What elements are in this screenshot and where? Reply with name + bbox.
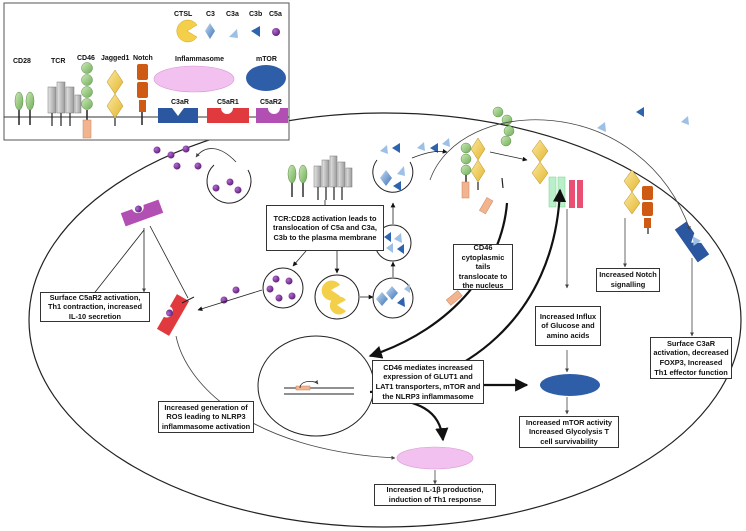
box-cd46-mediates: CD46 mediates increased expression of GL… bbox=[372, 360, 484, 404]
legend-label-cd28: CD28 bbox=[13, 58, 31, 65]
legend-cd46-icon bbox=[81, 62, 93, 139]
legend-tcr-icon bbox=[47, 81, 82, 126]
legend-label-c3: C3 bbox=[206, 11, 215, 18]
legend-inflammasome-icon bbox=[153, 65, 235, 93]
inflammasome bbox=[396, 446, 474, 470]
legend-label-c3b: C3b bbox=[249, 11, 263, 18]
c3-secretion-vesicle bbox=[372, 159, 414, 193]
legend-label-inflammasome: Inflammasome bbox=[175, 56, 225, 63]
box-c3ar-activation: Surface C3aR activation, decreased FOXP3… bbox=[650, 337, 732, 379]
cd46-membrane bbox=[460, 137, 486, 199]
box-il1b-production: Increased IL-1β production, induction of… bbox=[374, 484, 496, 506]
legend-label-c5a: C5a bbox=[269, 11, 282, 18]
cd28-receptor bbox=[287, 164, 308, 197]
legend-mtor-icon bbox=[246, 65, 286, 91]
legend-notch-icon bbox=[137, 64, 148, 125]
legend-label-c3a: C3a bbox=[226, 11, 239, 18]
legend-c3b-icon bbox=[251, 26, 260, 37]
jagged1-ligands bbox=[531, 139, 641, 215]
cd46-tail-fragment bbox=[445, 290, 463, 306]
box-c5ar2-activation: Surface C5aR2 activation, Th1 contractio… bbox=[40, 292, 150, 322]
legend-c5a-icon bbox=[272, 28, 280, 36]
box-cd46-tails: CD46 cytoplasmic tails translocate to th… bbox=[453, 243, 513, 290]
glut1-lat1-transporters bbox=[548, 176, 583, 208]
legend-panel bbox=[3, 2, 290, 141]
mtor bbox=[540, 374, 600, 396]
legend-label-cd46: CD46 bbox=[77, 55, 95, 62]
legend-jagged1-icon bbox=[106, 69, 124, 126]
legend-label-c3ar: C3aR bbox=[171, 99, 189, 106]
c5ar2-receptor bbox=[120, 199, 164, 227]
legend-ctsl-icon bbox=[176, 19, 198, 43]
box-glucose-influx: Increased Influx of Glucose and amino ac… bbox=[535, 306, 601, 346]
box-mtor-activity: Increased mTOR activity Increased Glycol… bbox=[519, 416, 619, 448]
legend-label-c5ar1: C5aR1 bbox=[217, 99, 239, 106]
cd46-cluster bbox=[492, 106, 515, 147]
notch-receptor bbox=[642, 186, 653, 234]
legend-c3-icon bbox=[205, 23, 215, 39]
box-ros-generation: Increased generation of ROS leading to N… bbox=[158, 401, 254, 433]
c5a-secretion-vesicle bbox=[206, 164, 252, 204]
legend-label-c5ar2: C5aR2 bbox=[260, 99, 282, 106]
legend-label-tcr: TCR bbox=[51, 58, 66, 65]
nucleus bbox=[257, 335, 375, 437]
tcr-receptor bbox=[313, 155, 353, 200]
legend-label-ctsl: CTSL bbox=[174, 11, 193, 18]
legend-label-mtor: mTOR bbox=[256, 56, 277, 63]
c5ar1-receptor bbox=[156, 294, 190, 336]
legend-label-jagged1: Jagged1 bbox=[101, 55, 130, 62]
dna-icon bbox=[284, 379, 354, 395]
legend-c3ar-icon bbox=[158, 108, 198, 123]
cd46-tail-fragment bbox=[479, 197, 494, 215]
extracellular-c5a bbox=[153, 145, 202, 170]
legend-c3a-icon bbox=[229, 29, 238, 38]
box-notch-signalling: Increased Notch signalling bbox=[596, 268, 660, 292]
legend-cd28-icon bbox=[14, 91, 35, 125]
cell-body bbox=[28, 112, 742, 528]
legend-label-notch: Notch bbox=[133, 55, 153, 62]
box-tcr-activation: TCR:CD28 activation leads to translocati… bbox=[266, 205, 384, 251]
legend-c5ar1-icon bbox=[207, 108, 249, 123]
extracellular-c3-fragments bbox=[380, 107, 689, 154]
c3ar-receptor bbox=[674, 221, 710, 263]
legend-c5ar2-icon bbox=[256, 108, 288, 123]
